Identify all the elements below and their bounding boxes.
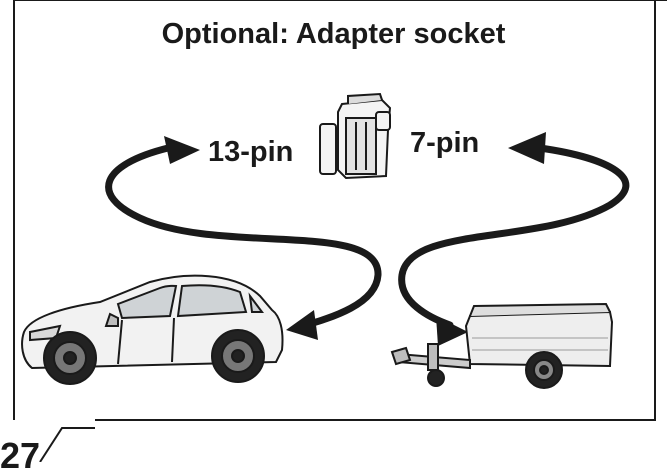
diagram-canvas	[13, 0, 667, 462]
label-7-pin: 7-pin	[410, 127, 480, 159]
page-border	[13, 0, 667, 421]
adapter-socket-icon	[319, 92, 392, 180]
curved-arrow-icon-left	[105, 136, 382, 340]
curved-arrow-icon-right	[398, 132, 630, 346]
car-icon	[21, 274, 284, 385]
label-13-pin: 13-pin	[208, 136, 294, 168]
page-corner-tab	[39, 427, 95, 462]
page-number: 27	[0, 435, 41, 476]
trailer-icon	[390, 302, 614, 389]
diagram-title: Optional: Adapter socket	[161, 18, 506, 50]
